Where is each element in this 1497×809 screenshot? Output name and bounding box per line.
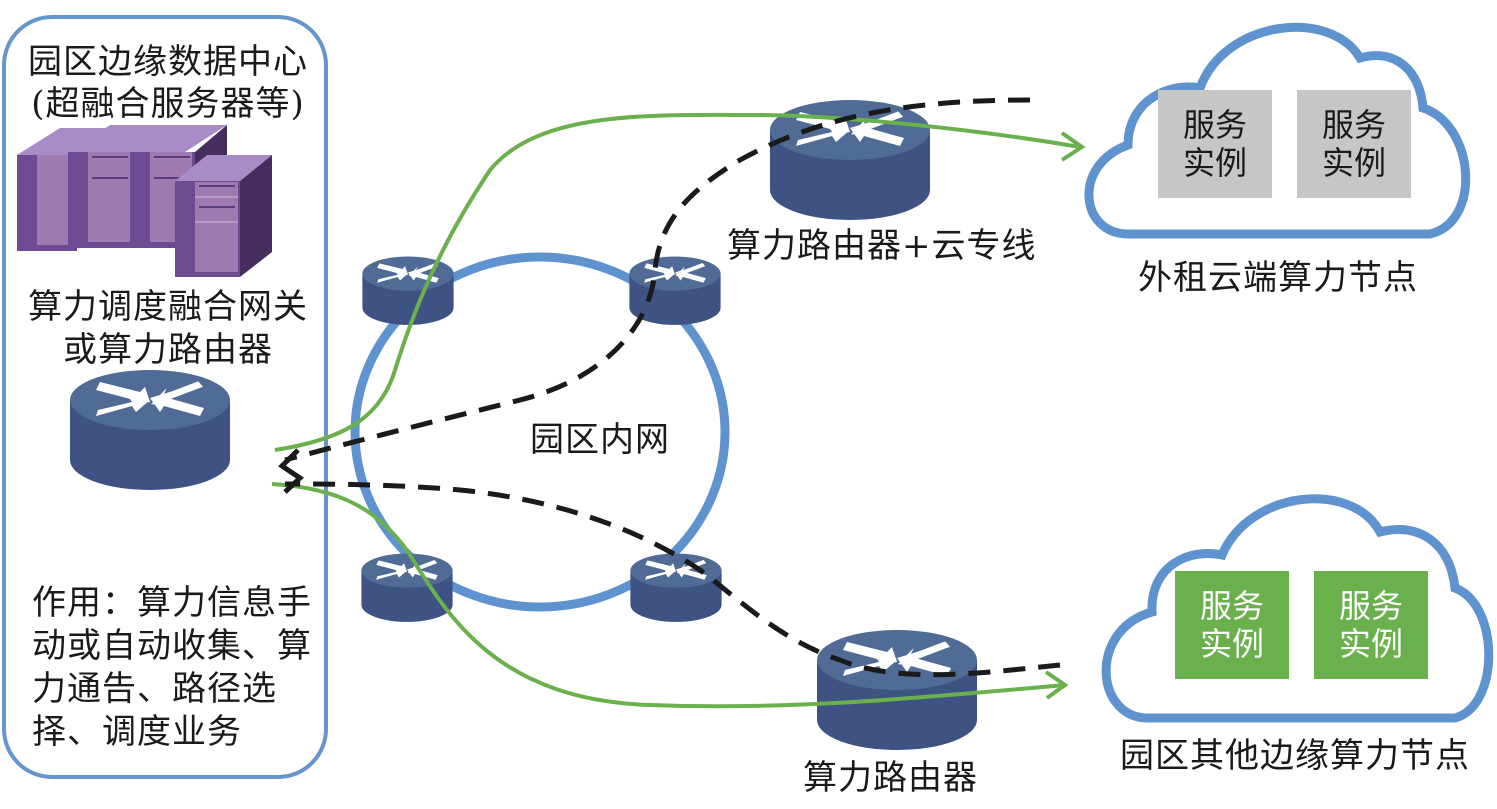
ring-router-top-left-icon bbox=[362, 256, 454, 325]
green-path-to-cloud bbox=[274, 112, 1086, 452]
cloud-bottom-outline bbox=[1101, 494, 1494, 723]
dashed-path-from-cloud bbox=[284, 97, 1031, 463]
campus-network-label: 园区内网 bbox=[530, 420, 670, 460]
gateway-label-line1: 算力调度融合网关 bbox=[28, 287, 308, 327]
cloud-top-outline bbox=[1084, 22, 1471, 239]
top-router-label: 算力路由器+云专线 bbox=[727, 226, 1037, 266]
bottom-router-label: 算力路由器 bbox=[803, 758, 978, 798]
campus-network-ring bbox=[350, 252, 730, 612]
instance-label: 服务实例 bbox=[1321, 106, 1386, 182]
gateway-label-line2: 或算力路由器 bbox=[63, 330, 273, 370]
server-cluster-icon bbox=[17, 125, 272, 277]
bottom-compute-router-icon bbox=[817, 630, 977, 750]
gateway-router-icon bbox=[70, 370, 230, 490]
datacenter-title: 园区边缘数据中心 bbox=[28, 42, 308, 82]
function-description: 作用：算力信息手动或自动收集、算力通告、路径选择、调度业务 bbox=[32, 583, 312, 752]
ring-router-bottom-right-icon bbox=[630, 553, 722, 622]
cloud-bottom-label: 园区其他边缘算力节点 bbox=[1120, 736, 1470, 776]
instance-label: 服务实例 bbox=[1199, 587, 1264, 663]
cloud-top-label: 外租云端算力节点 bbox=[1138, 258, 1418, 298]
cloud-top-instance-2: 服务实例 bbox=[1297, 90, 1411, 198]
instance-label: 服务实例 bbox=[1338, 587, 1403, 663]
dashed-arrowhead-icon bbox=[278, 448, 305, 494]
dashed-path-from-edge bbox=[284, 481, 1061, 678]
green-path-to-edge bbox=[271, 482, 1069, 709]
cloud-bottom-instance-2: 服务实例 bbox=[1314, 571, 1428, 679]
cloud-top-instance-1: 服务实例 bbox=[1158, 90, 1272, 198]
cloud-bottom-instance-1: 服务实例 bbox=[1175, 571, 1289, 679]
datacenter-subtitle: (超融合服务器等) bbox=[31, 84, 305, 124]
ring-router-bottom-left-icon bbox=[361, 553, 453, 622]
instance-label: 服务实例 bbox=[1182, 106, 1247, 182]
edge-datacenter-panel bbox=[2, 15, 328, 779]
